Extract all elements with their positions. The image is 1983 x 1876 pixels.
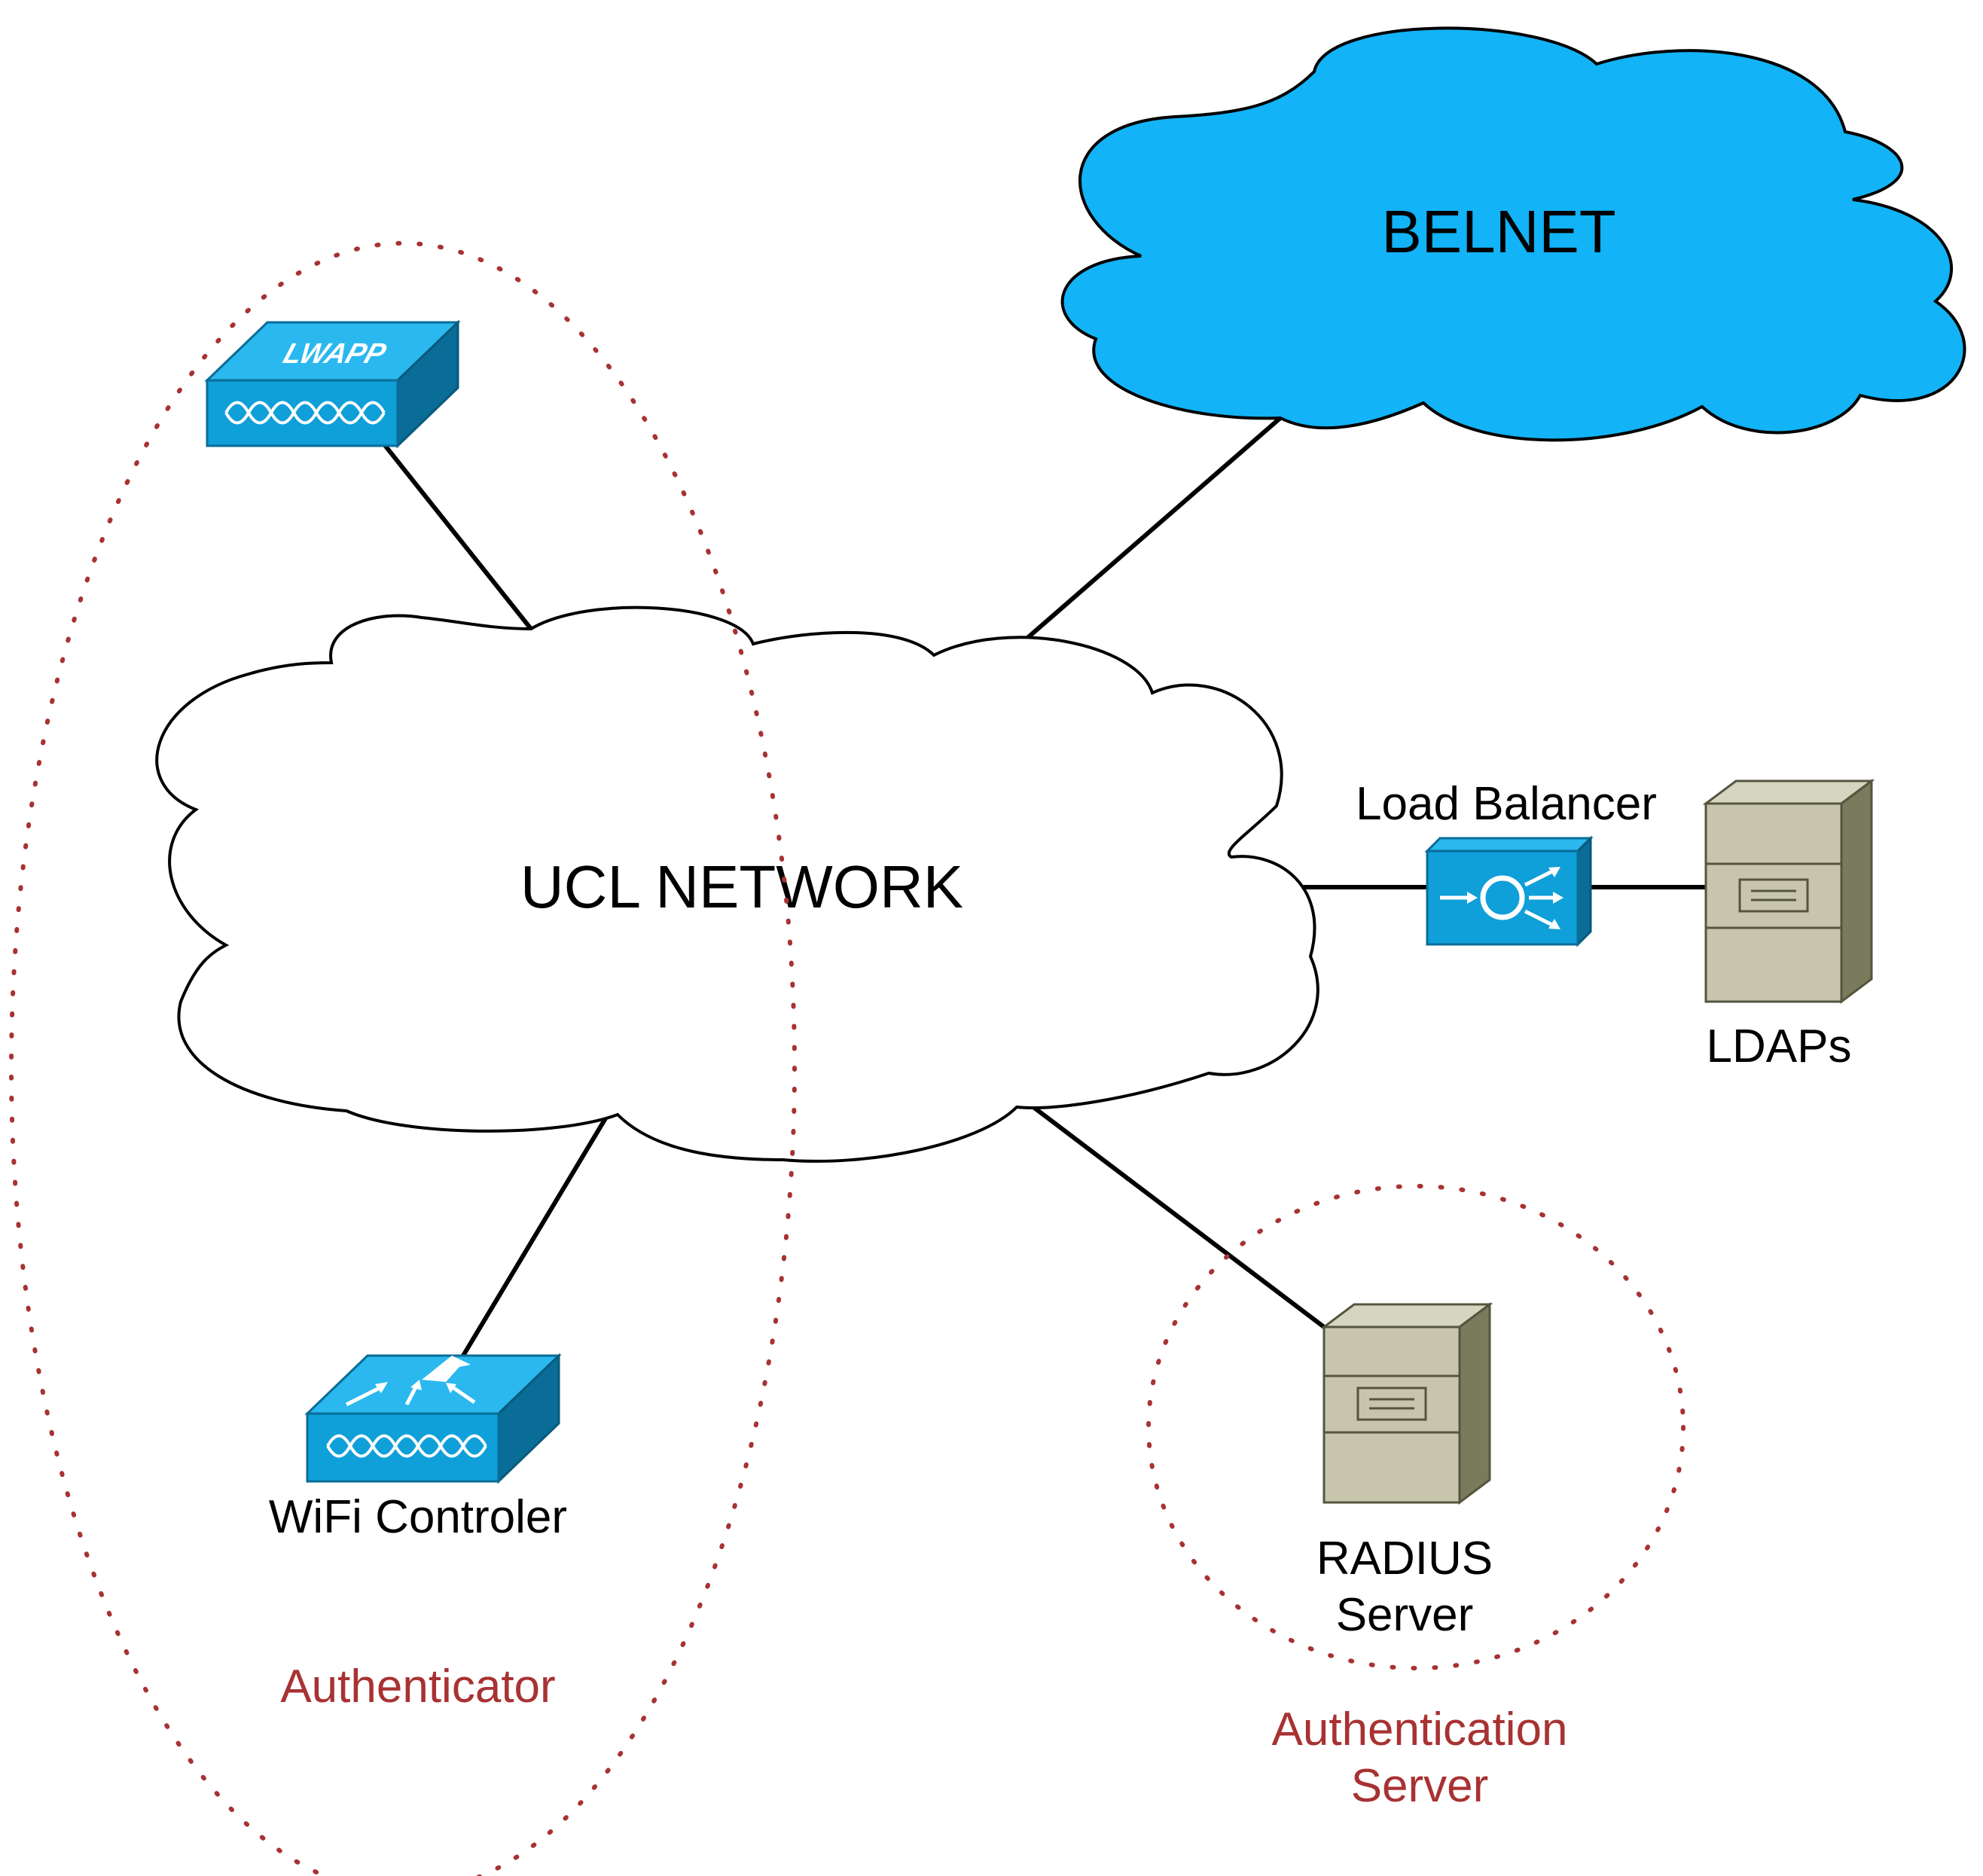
link-ucl-radius (1032, 1105, 1326, 1329)
load-balancer: Load Balancer (1356, 778, 1657, 947)
ucl-network-label: UCL NETWORK (520, 853, 963, 920)
ldaps-server: LDAPs (1702, 779, 1875, 1072)
link-ucl-wifi-controller (461, 1109, 612, 1357)
ldaps-label: LDAPs (1707, 1020, 1852, 1072)
lwapp-access-point-icon: LWAPP (204, 319, 461, 449)
ucl-network-cloud: UCL NETWORK (155, 606, 1319, 1163)
load-balancer-label: Load Balancer (1356, 778, 1657, 830)
file-server-icon (1702, 779, 1875, 1004)
radius-label-line1: RADIUS (1316, 1533, 1493, 1585)
authentication-server-group: Authentication Server (1146, 1184, 1686, 1812)
authentication-server-label-line2: Server (1351, 1760, 1489, 1812)
wireless-lan-controller-icon (304, 1353, 562, 1484)
wifi-controller-label: WiFi Controler (269, 1491, 567, 1543)
file-server-icon (1320, 1302, 1493, 1505)
belnet-cloud: BELNET (1060, 26, 1966, 442)
authenticator-group: Authenticator (9, 241, 797, 1876)
antenna-wave-icon (224, 401, 386, 425)
radius-label-line2: Server (1336, 1589, 1474, 1641)
wifi-controller: WiFi Controler (269, 1353, 567, 1543)
belnet-label: BELNET (1381, 198, 1615, 265)
authentication-server-label-line1: Authentication (1272, 1704, 1568, 1756)
links (382, 416, 1706, 1357)
radius-server: RADIUS Server (1316, 1302, 1493, 1641)
authenticator-label: Authenticator (280, 1661, 555, 1713)
load-balancer-icon (1424, 835, 1594, 947)
link-ucl-belnet (1019, 416, 1282, 646)
link-ucl-lwapp (382, 443, 533, 630)
lwapp-label: LWAPP (279, 338, 391, 370)
